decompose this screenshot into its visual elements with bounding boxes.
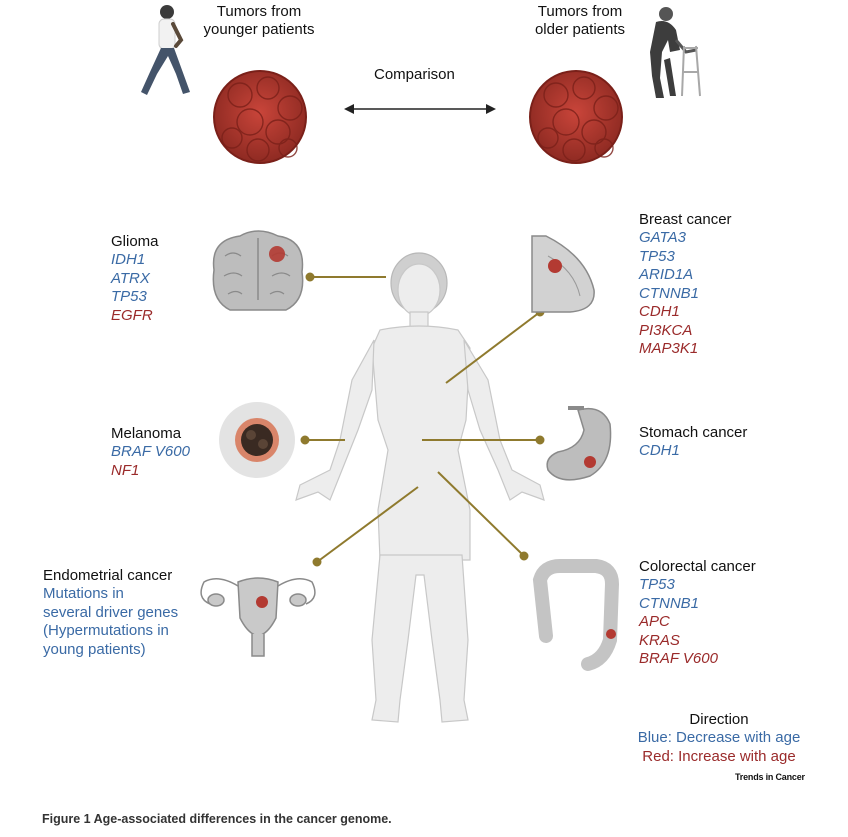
brain-icon xyxy=(212,230,304,311)
breast-block: Breast cancer GATA3 TP53 ARID1A CTNNB1 C… xyxy=(639,211,732,359)
human-body-figure xyxy=(295,252,545,723)
melanoma-lesion-icon xyxy=(219,402,295,478)
endometrial-title: Endometrial cancer xyxy=(43,567,173,584)
legend-red: Red: Increase with age xyxy=(642,747,796,765)
old-tumors-label: Tumors from older patients xyxy=(534,3,626,38)
gene-label: TP53 xyxy=(111,288,147,305)
young-person-icon xyxy=(141,5,190,95)
gene-label: ATRX xyxy=(111,269,150,287)
gene-label: CDH1 xyxy=(639,442,680,459)
gene-label: BRAF V600 xyxy=(639,650,718,667)
young-tumors-label: Tumors from younger patients xyxy=(203,3,315,38)
colorectal-title: Colorectal cancer xyxy=(639,558,756,575)
stomach-block: Stomach cancer CDH1 xyxy=(639,424,747,461)
gene-label: CDH1 xyxy=(639,303,680,320)
tumor-old-icon xyxy=(529,70,623,164)
gene-label: TP53 xyxy=(639,247,675,265)
gene-label: PI3KCA xyxy=(639,321,693,339)
melanoma-title: Melanoma xyxy=(111,425,182,442)
gene-label: CTNNB1 xyxy=(639,594,700,612)
gene-label: GATA3 xyxy=(639,229,686,246)
gene-label: APC xyxy=(639,613,670,630)
melanoma-block: Melanoma BRAF V600 NF1 xyxy=(111,425,190,480)
breast-icon xyxy=(531,235,595,313)
uterus-icon xyxy=(200,577,316,657)
gene-label: CTNNB1 xyxy=(639,284,700,302)
gene-label: MAP3K1 xyxy=(639,340,699,357)
colon-icon xyxy=(532,559,620,671)
journal-brand: Trends in Cancer xyxy=(735,772,805,782)
glioma-block: Glioma IDH1 ATRX TP53 EGFR xyxy=(111,233,159,325)
figure-caption: Figure 1 Age-associated differences in t… xyxy=(42,812,392,826)
legend-title: Direction xyxy=(689,711,749,728)
tumor-young-icon xyxy=(213,70,307,164)
stomach-title: Stomach cancer xyxy=(639,424,748,441)
endometrial-block: Endometrial cancer Mutations in several … xyxy=(43,567,178,659)
gene-label: EGFR xyxy=(111,306,153,324)
gene-label: TP53 xyxy=(639,576,675,593)
gene-label: NF1 xyxy=(111,461,140,479)
comparison-arrow xyxy=(344,104,496,114)
direction-legend: Direction Blue: Decrease with age Red: I… xyxy=(614,711,824,766)
gene-label: BRAF V600 xyxy=(111,443,190,460)
stomach-icon xyxy=(546,406,612,481)
endometrial-note: Mutations in several driver genes (Hyper… xyxy=(43,585,179,658)
gene-label: KRAS xyxy=(639,631,680,649)
breast-title: Breast cancer xyxy=(639,211,732,228)
legend-blue: Blue: Decrease with age xyxy=(637,729,801,746)
colorectal-block: Colorectal cancer TP53 CTNNB1 APC KRAS B… xyxy=(639,558,756,669)
comparison-label: Comparison xyxy=(374,66,455,83)
old-person-icon xyxy=(650,7,701,98)
glioma-title: Glioma xyxy=(111,233,159,250)
gene-label: ARID1A xyxy=(639,266,694,283)
gene-label: IDH1 xyxy=(111,251,146,268)
